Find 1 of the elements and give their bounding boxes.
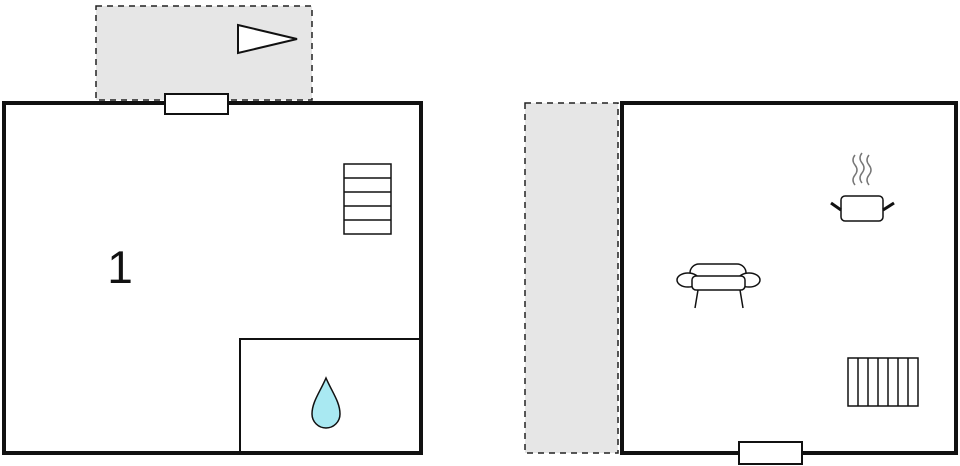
room-number: 1 — [106, 240, 134, 294]
